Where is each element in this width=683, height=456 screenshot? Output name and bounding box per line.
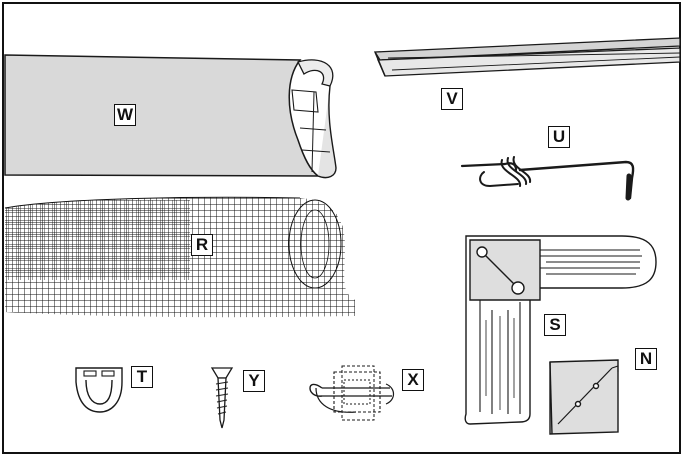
part-n-corner-plate xyxy=(549,359,619,435)
part-w-profile xyxy=(4,54,337,179)
part-y-screw xyxy=(210,367,234,429)
label-w: W xyxy=(114,104,137,126)
part-u-spring xyxy=(460,156,635,201)
label-t: T xyxy=(131,366,153,388)
part-s-corner xyxy=(464,235,657,425)
part-v-rail xyxy=(373,37,681,77)
part-x-cord-clip xyxy=(309,365,395,421)
part-r-mesh-roll xyxy=(4,196,355,318)
label-y: Y xyxy=(243,370,265,392)
label-s: S xyxy=(544,314,566,336)
label-v: V xyxy=(441,88,463,110)
part-t-clip xyxy=(75,367,123,413)
label-x: X xyxy=(402,369,424,391)
label-n: N xyxy=(635,348,657,370)
label-u: U xyxy=(548,126,570,148)
label-r: R xyxy=(191,234,213,256)
